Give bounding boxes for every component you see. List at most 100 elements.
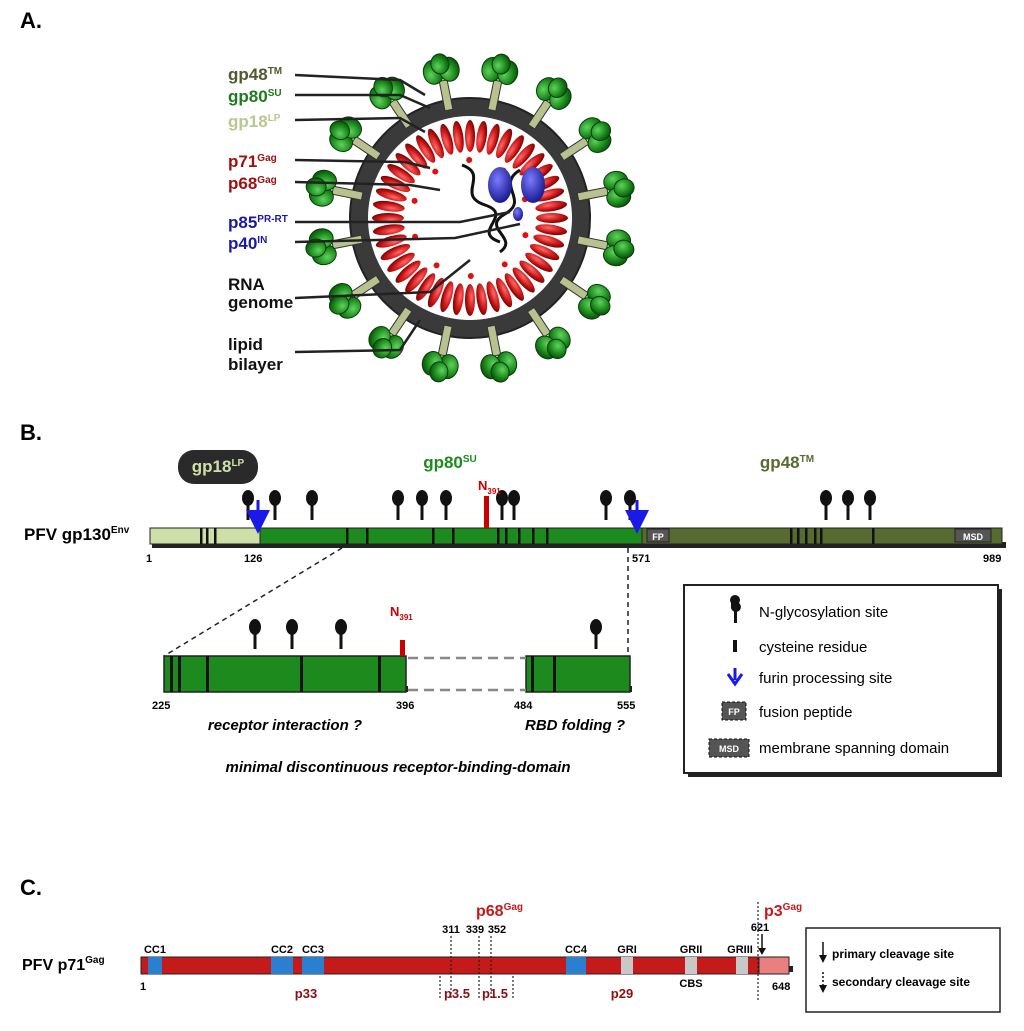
frag-p33: p33 (295, 986, 317, 1001)
label-gp48tm: gp48TM (228, 65, 282, 84)
cysteine-tick (872, 528, 875, 544)
virion-interior (368, 116, 572, 320)
gag-subunit (504, 273, 524, 301)
gag-dot (432, 168, 439, 175)
label-p40in: p40IN (228, 234, 267, 253)
env-cysteines (200, 528, 875, 544)
gag-subunit (375, 234, 407, 248)
gag-subunit (405, 267, 428, 293)
glycosylation-glyph (335, 619, 347, 649)
gag-dot (411, 197, 418, 204)
gag-subunit (375, 188, 407, 202)
glycosylation-glyph (306, 490, 318, 520)
gr3-box (736, 957, 748, 974)
capsid-ring (372, 120, 568, 316)
pr-rt-protein-2 (521, 167, 545, 203)
glycosylation-glyph (242, 490, 254, 520)
gag-subunit (380, 244, 411, 261)
cc3-label: CC3 (302, 944, 324, 956)
glycosylation-glyph (820, 490, 832, 520)
gp48-label: gp48TM (760, 453, 814, 472)
gr2-box (685, 957, 697, 974)
glycosylation-glyph (392, 490, 404, 520)
gag-subunit (486, 123, 500, 155)
cysteine-tick (452, 528, 455, 544)
gag-subunit (440, 281, 454, 313)
cysteine-tick (546, 528, 549, 544)
gag-subunit (372, 200, 405, 212)
gag-subunit (405, 143, 428, 169)
rbd-pos-555: 555 (617, 700, 635, 712)
cc1-box (148, 957, 162, 974)
gag-subunit (387, 252, 415, 272)
env-spike (329, 116, 382, 161)
gag-subunit (496, 128, 513, 159)
gag-subunit (486, 281, 500, 313)
cysteine-tick (805, 528, 808, 544)
gag-subunit (440, 123, 454, 155)
glycosylation-glyph (416, 490, 428, 520)
glycosylation-glyph (496, 490, 508, 520)
gag-dot (501, 261, 508, 268)
msd-box (954, 528, 992, 543)
gag-subunit (372, 213, 404, 223)
frag-p35: p3.5 (444, 986, 470, 1001)
legend-c-item-2: secondary cleavage site (832, 975, 970, 989)
env-spike (558, 117, 612, 162)
env-spike (368, 306, 413, 359)
secondary-sites (439, 902, 759, 1000)
fp-box-icon (721, 701, 747, 721)
n-glycosylation-icon (730, 595, 741, 623)
glycosylation-glyph (590, 619, 602, 649)
cysteine-tick (820, 528, 823, 544)
cysteine-tick (206, 528, 209, 544)
env-spike (526, 306, 571, 360)
label-bilayer: bilayer (228, 355, 283, 374)
gag-subunit (395, 260, 421, 283)
msd-text: MSD (963, 532, 984, 542)
legend-c: primary cleavage site secondary cleavage… (805, 927, 1001, 1013)
gag-subunit (416, 135, 436, 163)
integrase-protein (513, 207, 523, 221)
gag-subunit (476, 120, 488, 153)
fp-text: FP (652, 532, 664, 542)
site-352: 352 (488, 924, 506, 936)
panel-c-letter: C. (20, 875, 42, 900)
cysteine-tick (200, 528, 203, 544)
gag-subunit (465, 284, 475, 316)
env-spike (422, 53, 460, 112)
rbd-right-caption: RBD folding ? (525, 717, 625, 734)
env-spikes (305, 53, 635, 383)
glycosylation-glyph (508, 490, 520, 520)
gag-dot (467, 272, 474, 279)
gr2-label: GRII (680, 944, 703, 956)
gag-subunit (452, 283, 464, 316)
cysteine-tick (797, 528, 800, 544)
legend-b-item-2: cysteine residue (759, 639, 867, 656)
legend-c-box (805, 927, 1001, 1013)
gag-subunit (416, 273, 436, 301)
frag-p29: p29 (611, 986, 633, 1001)
primary-site-arrowhead (758, 948, 766, 955)
p3-label: p3Gag (764, 902, 802, 920)
legend-b-item-5: membrane spanning domain (759, 740, 949, 757)
pos-126: 126 (244, 553, 262, 565)
env-spike (558, 275, 611, 320)
cysteine-tick (518, 528, 521, 544)
cysteine-tick (814, 528, 817, 544)
gag-subunit (387, 164, 415, 184)
glycosylation-glyph (624, 490, 636, 520)
gag-protein-name: PFV p71Gag (22, 955, 105, 974)
glycosylation-glyph (440, 490, 452, 520)
gag-subunit (529, 244, 560, 261)
gag-subunit (535, 224, 568, 236)
gag-pos-648: 648 (772, 981, 790, 993)
rbd-pos-484: 484 (514, 700, 533, 712)
gag-subunit (519, 260, 545, 283)
glycosylation-glyph (249, 619, 261, 649)
su-domain (259, 527, 643, 545)
cc4-box (566, 957, 586, 974)
env-spike (480, 324, 518, 383)
legend-b-item-3: furin processing site (759, 670, 892, 687)
msd-box-icon-text: MSD (719, 744, 740, 754)
